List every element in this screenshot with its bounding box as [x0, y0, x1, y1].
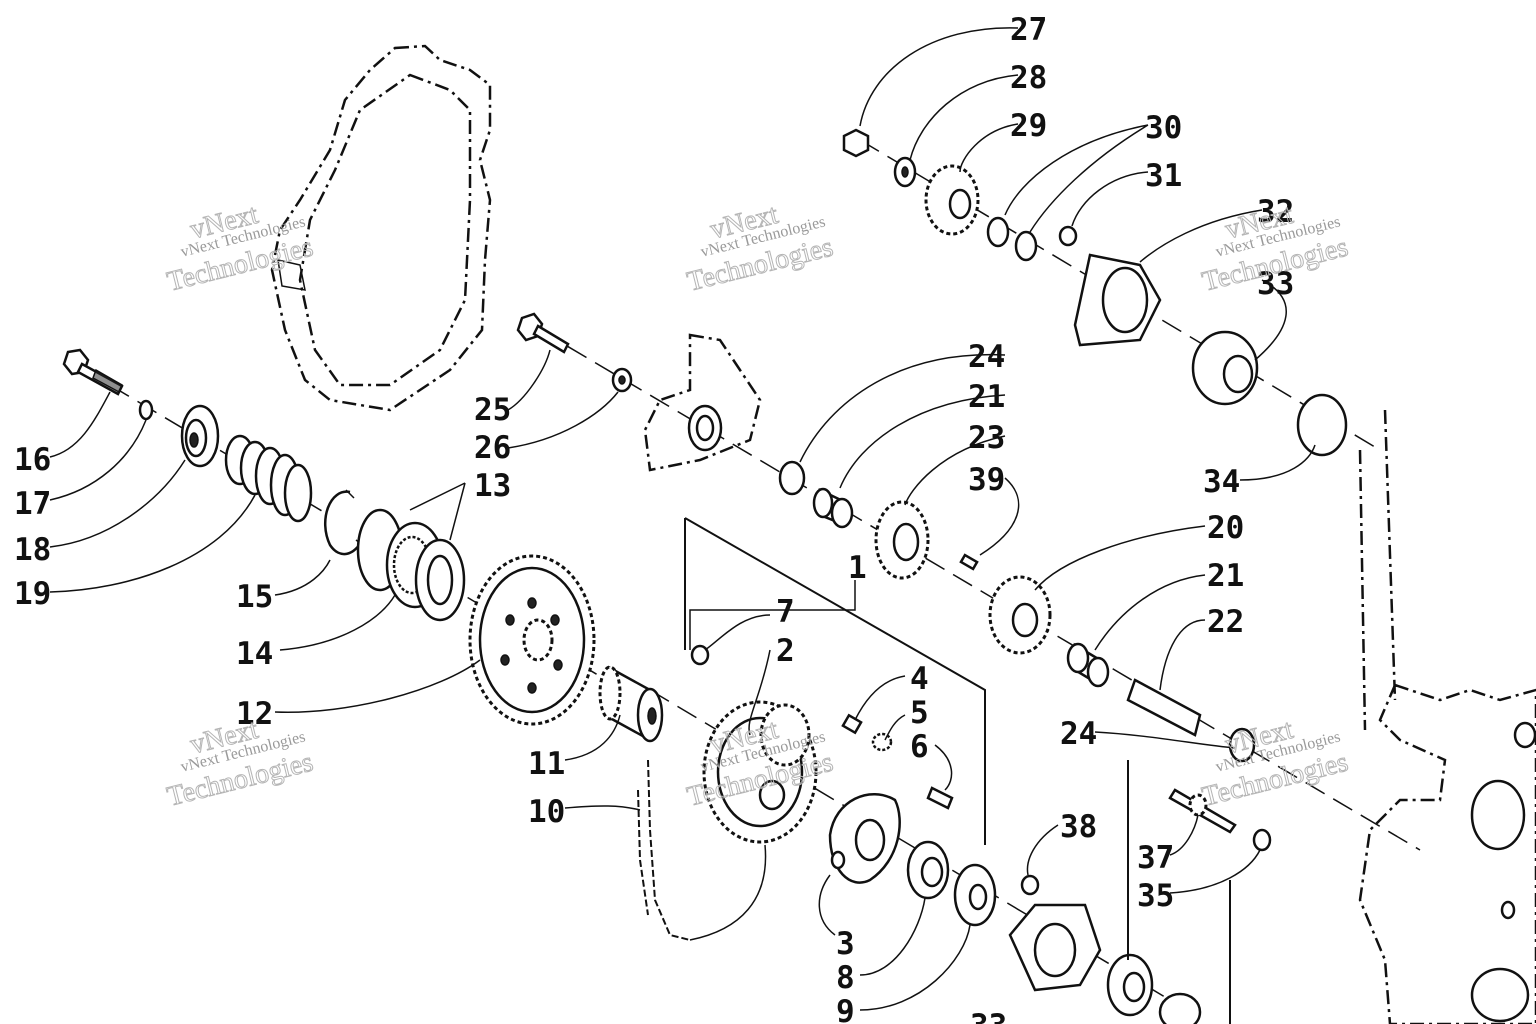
watermark-bottom-right: vNext vNext Technologies Technologies [1199, 713, 1352, 813]
nut-7 [690, 644, 710, 666]
callout-39: 39 [968, 462, 1005, 498]
callout-24a: 24 [968, 339, 1005, 375]
callout-12: 12 [236, 696, 273, 732]
callout-1: 1 [848, 550, 867, 586]
bearing-bracket [643, 333, 762, 472]
bolt-16 [62, 348, 124, 396]
watermark-top-left: vNext vNext Technologies Technologies [164, 198, 317, 298]
ring-34 [1296, 393, 1348, 457]
sleeve-22 [1126, 678, 1202, 737]
callout-14: 14 [236, 636, 273, 672]
bearing-14 [356, 508, 466, 622]
nut-38 [1020, 874, 1040, 896]
callout-20: 20 [1207, 510, 1244, 546]
callout-16: 16 [14, 442, 51, 478]
callout-33: 33 [1257, 266, 1294, 302]
watermark-bottom-left: vNext vNext Technologies Technologies [164, 713, 317, 813]
leader-lines [49, 27, 1316, 1011]
bearing-33 [1191, 330, 1259, 406]
callout-8: 8 [836, 960, 855, 996]
callout-23: 23 [968, 420, 1005, 456]
nut-31 [1058, 225, 1078, 247]
gear-20 [988, 575, 1052, 655]
bolt-25 [516, 312, 570, 354]
snap-ring-15 [323, 490, 364, 556]
bolt-6 [926, 786, 954, 810]
nut-35 [1252, 828, 1272, 852]
washer-26-hole [618, 375, 626, 385]
callout-2: 2 [776, 633, 795, 669]
callout-labels: 1 2 3 4 5 6 7 8 9 10 11 12 13 14 15 16 1… [14, 12, 1294, 1024]
pin-39 [959, 553, 979, 571]
callout-21a: 21 [968, 379, 1005, 415]
callout-9: 9 [836, 994, 855, 1024]
callout-30: 30 [1145, 110, 1182, 146]
callout-13: 13 [474, 468, 511, 504]
chaincase-housing [1127, 409, 1536, 1024]
callout-4: 4 [910, 661, 929, 697]
callout-18: 18 [14, 532, 51, 568]
spring-19 [224, 434, 313, 523]
callout-31: 31 [1145, 158, 1182, 194]
washer-28-hole [901, 166, 909, 178]
callout-6: 6 [910, 729, 929, 765]
lower-bearing-flange [1008, 903, 1202, 1024]
callout-29: 29 [1010, 108, 1047, 144]
screw-4 [841, 713, 863, 735]
callout-37: 37 [1137, 840, 1174, 876]
callout-33b: 33 [970, 1008, 1007, 1024]
watermark-bottom-center: vNext vNext Technologies Technologies [684, 713, 837, 813]
callout-5: 5 [910, 695, 929, 731]
callout-3: 3 [836, 926, 855, 962]
washer-24-top [778, 460, 806, 496]
washer-24-bottom [1228, 727, 1256, 763]
group-1-bracket [684, 517, 986, 845]
callout-35: 35 [1137, 878, 1174, 914]
washer-30-a [986, 216, 1010, 248]
callout-21b: 21 [1207, 558, 1244, 594]
washer-30-b [1014, 230, 1038, 262]
callout-15: 15 [236, 579, 273, 615]
spring-5 [871, 732, 893, 752]
callout-7: 7 [776, 594, 795, 630]
callout-17: 17 [14, 486, 51, 522]
sprocket-12 [468, 554, 596, 726]
callout-19: 19 [14, 576, 51, 612]
callout-25: 25 [474, 392, 511, 428]
nut-27 [842, 128, 870, 158]
gear-23 [874, 500, 930, 580]
bushing-21-top [812, 487, 854, 529]
washer-9-hole [968, 883, 988, 911]
callout-38: 38 [1060, 809, 1097, 845]
spline-gear-11 [598, 665, 664, 743]
gear-2 [702, 700, 818, 844]
flange-3 [828, 792, 901, 884]
callout-26: 26 [474, 430, 511, 466]
callout-34: 34 [1203, 464, 1240, 500]
chaincase-cover [270, 44, 492, 412]
bearing-8 [906, 840, 950, 900]
callout-22: 22 [1207, 604, 1244, 640]
callout-28: 28 [1010, 60, 1047, 96]
washer-17 [138, 399, 154, 421]
callout-27: 27 [1010, 12, 1047, 48]
callout-11: 11 [528, 746, 565, 782]
bushing-21-bottom [1066, 642, 1110, 688]
callout-10: 10 [528, 794, 565, 830]
watermark-top-right: vNext vNext Technologies Technologies [1199, 198, 1352, 298]
callout-24b: 24 [1060, 716, 1097, 752]
callout-32: 32 [1257, 194, 1294, 230]
watermark-top-center: vNext vNext Technologies Technologies [684, 198, 837, 298]
bearing-flange-32 [1073, 253, 1162, 347]
gear-29 [924, 164, 980, 236]
sheave-18 [180, 404, 220, 468]
chain-10 [637, 759, 691, 941]
